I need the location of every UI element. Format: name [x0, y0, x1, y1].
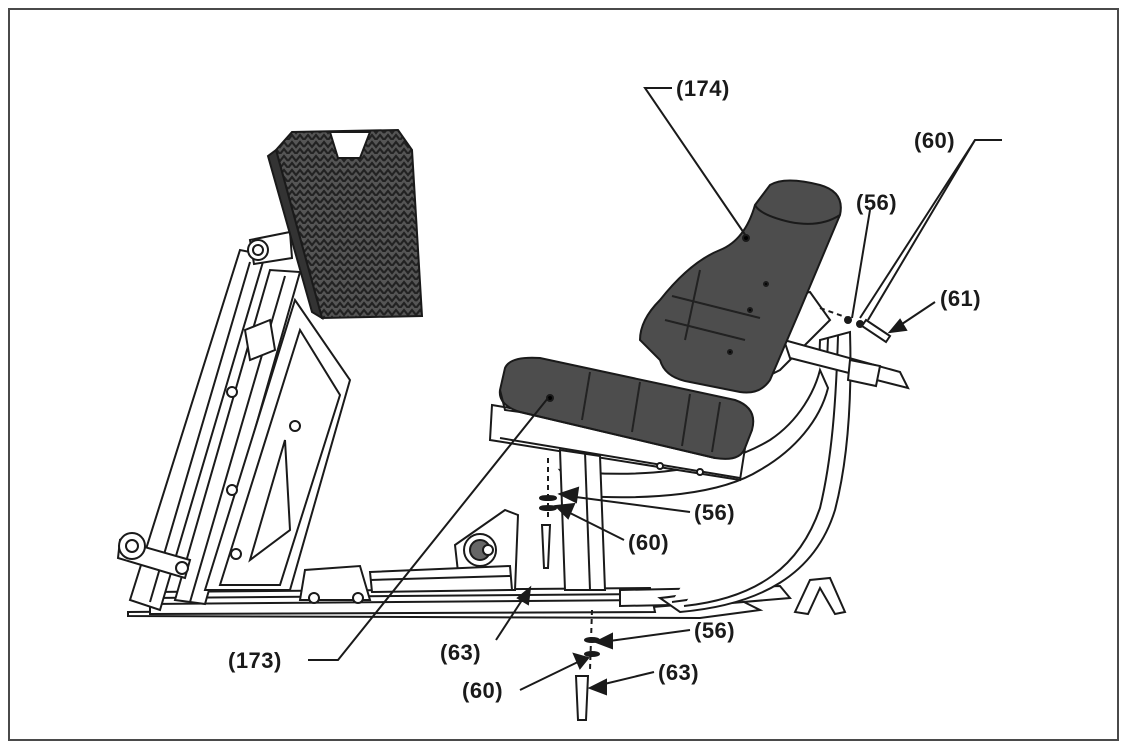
hardware — [539, 307, 892, 721]
seat-pad — [498, 356, 755, 460]
callout-60-mid: (60) — [628, 530, 670, 555]
callout-61: (61) — [940, 286, 982, 311]
leader-lines — [308, 87, 1002, 696]
back-pad — [638, 179, 842, 394]
sled-frame — [116, 230, 352, 612]
callout-60-bot: (60) — [462, 678, 504, 703]
callout-63-mid: (63) — [440, 640, 482, 665]
callout-60-top: (60) — [914, 128, 956, 153]
callout-174: (174) — [676, 76, 730, 101]
callout-173: (173) — [228, 648, 282, 673]
rail-bracket — [298, 564, 514, 604]
callout-56-bot: (56) — [694, 618, 736, 643]
callout-56-mid: (56) — [694, 500, 736, 525]
footplate — [266, 128, 424, 321]
callout-56-top: (56) — [856, 190, 898, 215]
rear-foot — [793, 576, 847, 616]
callout-63-bot: (63) — [658, 660, 700, 685]
main-frame — [557, 330, 852, 614]
